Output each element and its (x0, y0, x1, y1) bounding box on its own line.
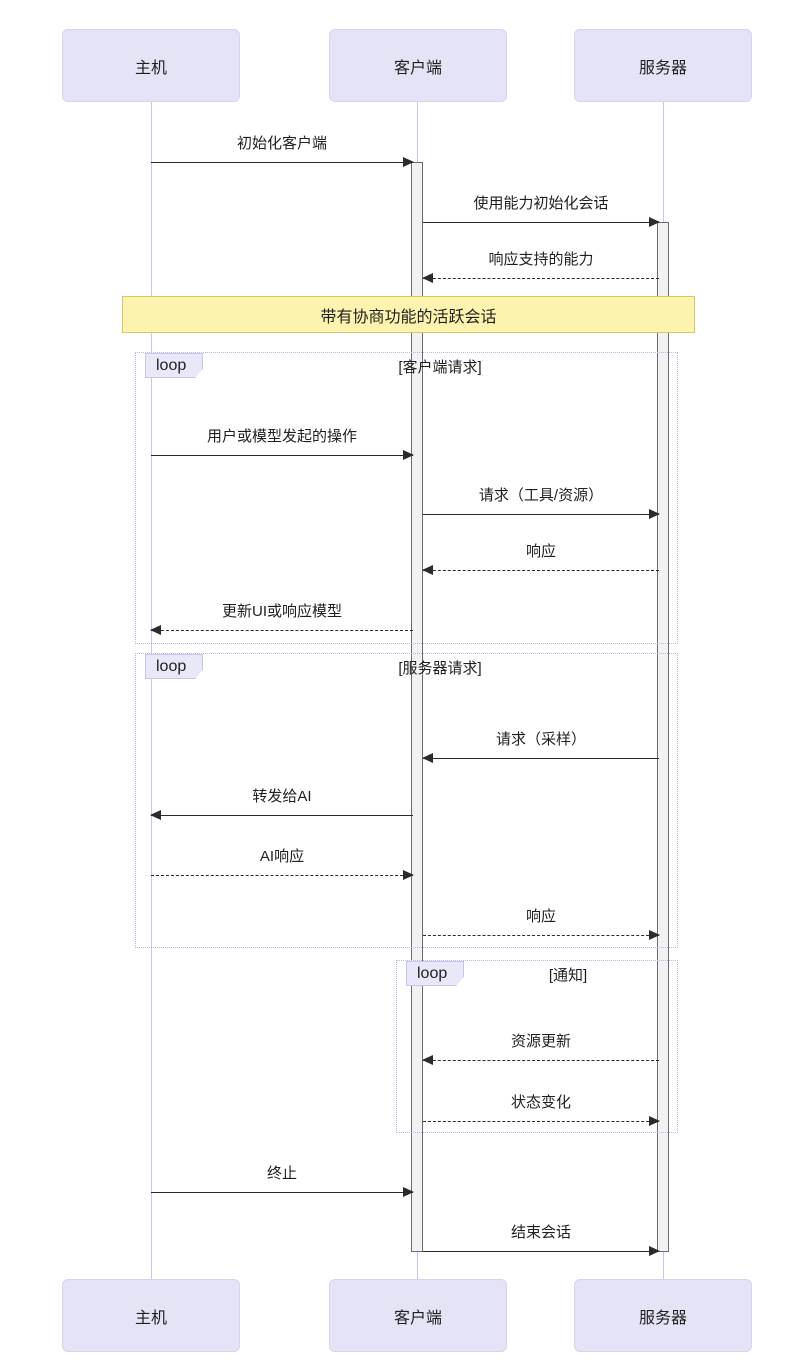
arrowhead-left-icon (422, 1054, 433, 1065)
message-label: 更新UI或响应模型 (221, 603, 343, 620)
message-label: 响应 (525, 543, 557, 560)
note-text: 带有协商功能的活跃会话 (320, 308, 497, 326)
message-line (423, 222, 659, 223)
arrowhead-right-icon (649, 1245, 660, 1256)
arrowhead-right-icon (403, 1186, 414, 1197)
message-label: 状态变化 (510, 1094, 572, 1111)
arrowhead-left-icon (150, 809, 161, 820)
loop-tab-server-requests: loop (145, 654, 204, 679)
actor-header-client-label: 客户端 (393, 59, 442, 77)
message-line (151, 455, 413, 456)
message-line (151, 815, 413, 816)
loop-frame-client-requests (135, 352, 678, 644)
loop-title-server-requests: [服务器请求] (398, 660, 482, 677)
message-label: 响应支持的能力 (488, 251, 594, 268)
loop-frame-server-requests (135, 653, 678, 948)
message-label: 使用能力初始化会话 (473, 195, 609, 212)
loop-keyword-label: loop (417, 964, 448, 982)
actor-footer-host[interactable]: 主机 (62, 1279, 240, 1352)
arrowhead-left-icon (422, 272, 433, 283)
message-line (423, 514, 659, 515)
message-line (423, 758, 659, 759)
arrowhead-right-icon (649, 216, 660, 227)
message-label: 初始化客户端 (236, 135, 328, 152)
loop-keyword-label: loop (156, 356, 187, 374)
message-label: 响应 (525, 908, 557, 925)
actor-footer-client-label: 客户端 (393, 1309, 442, 1327)
arrowhead-right-icon (649, 508, 660, 519)
actor-header-server-label: 服务器 (638, 59, 687, 77)
arrowhead-right-icon (403, 156, 414, 167)
actor-header-client[interactable]: 客户端 (329, 29, 507, 102)
actor-footer-host-label: 主机 (134, 1309, 167, 1327)
arrowhead-right-icon (649, 929, 660, 940)
arrowhead-left-icon (150, 624, 161, 635)
message-label: 终止 (266, 1165, 298, 1182)
message-line (423, 1251, 659, 1252)
actor-header-host[interactable]: 主机 (62, 29, 240, 102)
actor-footer-server[interactable]: 服务器 (574, 1279, 752, 1352)
loop-tab-client-requests: loop (145, 353, 204, 378)
activation-server (657, 222, 669, 1252)
message-label: 结束会话 (510, 1224, 572, 1241)
loop-tab-notifications: loop (406, 961, 465, 986)
loop-keyword-label: loop (156, 657, 187, 675)
lifeline-host (151, 102, 152, 1282)
message-line (423, 1121, 659, 1122)
arrowhead-right-icon (403, 869, 414, 880)
message-line (151, 875, 413, 876)
message-line (423, 278, 659, 279)
arrowhead-right-icon (649, 1115, 660, 1126)
message-label: 资源更新 (510, 1033, 572, 1050)
arrowhead-left-icon (422, 564, 433, 575)
message-label: 转发给AI (252, 788, 312, 805)
loop-title-client-requests: [客户端请求] (398, 359, 482, 376)
message-label: 用户或模型发起的操作 (206, 428, 358, 445)
actor-footer-server-label: 服务器 (638, 1309, 687, 1327)
actor-header-host-label: 主机 (134, 59, 167, 77)
message-label: 请求（采样） (495, 731, 587, 748)
message-label: 请求（工具/资源） (478, 487, 604, 504)
message-line (151, 1192, 413, 1193)
actor-header-server[interactable]: 服务器 (574, 29, 752, 102)
message-label: AI响应 (259, 848, 305, 865)
message-line (151, 162, 413, 163)
actor-footer-client[interactable]: 客户端 (329, 1279, 507, 1352)
message-line (423, 570, 659, 571)
arrowhead-left-icon (422, 752, 433, 763)
message-line (423, 1060, 659, 1061)
message-line (423, 935, 659, 936)
message-line (151, 630, 413, 631)
loop-title-notifications: [通知] (548, 967, 588, 984)
loop-frame-notifications (396, 960, 678, 1133)
arrowhead-right-icon (403, 449, 414, 460)
note-active-session: 带有协商功能的活跃会话 (122, 296, 695, 333)
